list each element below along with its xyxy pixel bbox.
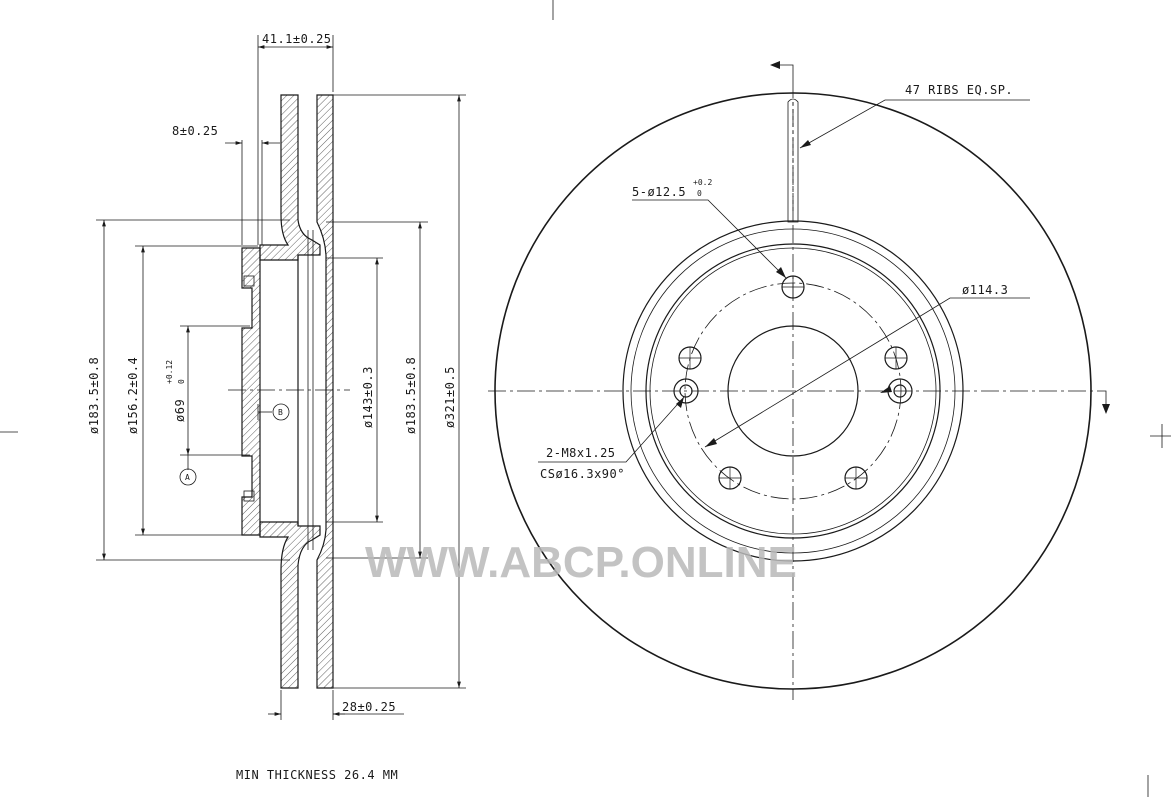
dim-thickness: 28±0.25 bbox=[342, 700, 396, 714]
watermark: WWW.ABCP.ONLINE bbox=[365, 538, 797, 587]
label-thread: 2-M8x1.25 bbox=[546, 446, 616, 460]
dim-width-total: 41.1±0.25 bbox=[262, 32, 332, 46]
section-outboard-plate bbox=[259, 94, 321, 261]
dim-d183-right: ø183.5±0.8 bbox=[404, 357, 418, 434]
dim-d143: ø143±0.3 bbox=[361, 366, 375, 428]
label-holes-tol-lower: 0 bbox=[697, 189, 702, 198]
section-outboard-plate-lower bbox=[259, 521, 321, 689]
threaded-hole-left bbox=[673, 378, 699, 404]
dim-d69-tol-lower: 0 bbox=[177, 379, 186, 384]
section-view: 41.1±0.25 8±0.25 28±0.25 ø183.5±0.8 ø156… bbox=[87, 32, 466, 720]
dim-d183-left: ø183.5±0.8 bbox=[87, 357, 101, 434]
label-pcd: ø114.3 bbox=[962, 283, 1008, 297]
datum-a: A bbox=[185, 473, 190, 482]
label-holes-tol-upper: +0.2 bbox=[693, 178, 712, 187]
dim-d156: ø156.2±0.4 bbox=[126, 357, 140, 434]
dim-offset: 8±0.25 bbox=[172, 124, 218, 138]
label-holes: 5-ø12.5 bbox=[632, 185, 686, 199]
dim-d69-tol-upper: +0.12 bbox=[165, 360, 174, 384]
section-inboard-plate bbox=[316, 94, 334, 689]
note-min-thickness: MIN THICKNESS 26.4 MM bbox=[236, 768, 398, 782]
dim-d321: ø321±0.5 bbox=[443, 366, 457, 428]
section-hub-flange bbox=[241, 247, 261, 536]
front-view: 47 RIBS EQ.SP. 5-ø12.5 +0.2 0 ø114.3 2-M… bbox=[488, 61, 1110, 700]
label-ribs: 47 RIBS EQ.SP. bbox=[905, 83, 1013, 97]
dim-d69: ø69 bbox=[173, 399, 187, 422]
datum-b: B bbox=[278, 408, 283, 417]
label-countersink: CSø16.3x90° bbox=[540, 467, 625, 481]
